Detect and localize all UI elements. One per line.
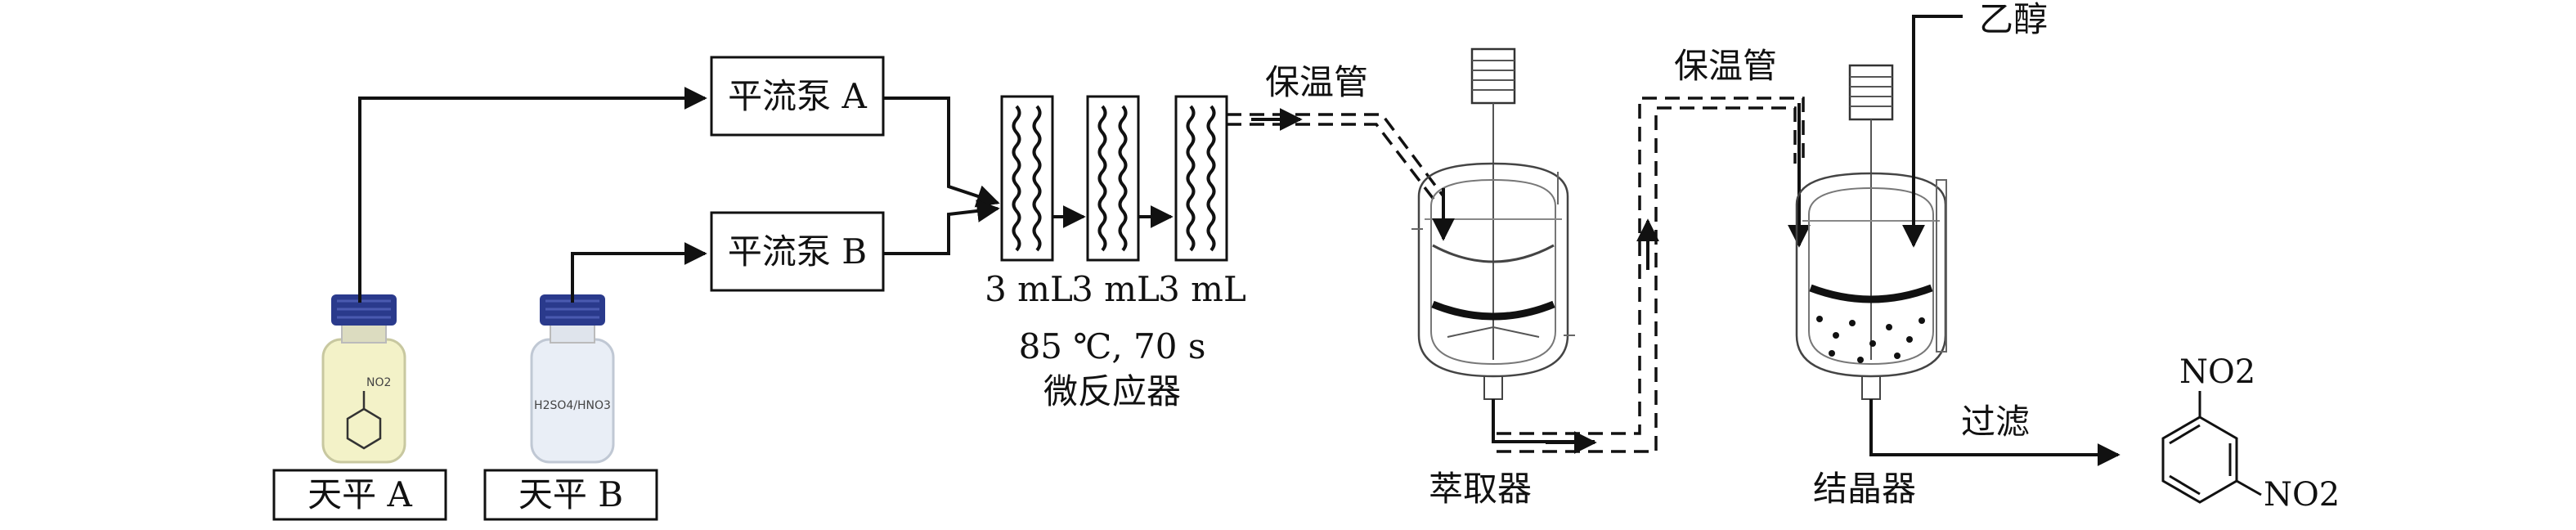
pump-a: 平流泵 A — [710, 56, 885, 137]
filtration-label: 过滤 — [1961, 402, 2030, 442]
bottle-b-label: H2SO4/HNO3 — [534, 399, 611, 412]
product-no2-bottom: NO2 — [2264, 476, 2340, 514]
nitrobenzene-icon — [346, 391, 382, 450]
balance-b: 天平 B — [483, 469, 658, 521]
pump-b-label: 平流泵 B — [728, 231, 867, 272]
insulated-tube-2-inner — [1497, 106, 1797, 453]
pump-a-outlet — [883, 97, 1000, 208]
bottle-a-label: NO2 — [366, 376, 391, 389]
balance-b-label: 天平 B — [518, 474, 623, 514]
insulated-tube-1-inner — [1227, 123, 1437, 203]
bottle-b: H2SO4/HNO3 — [530, 294, 615, 464]
pump-b-outlet — [883, 200, 1000, 255]
microreactor-1 — [1000, 95, 1054, 262]
insulated-tube-1-label: 保温管 — [1265, 62, 1368, 102]
insulated-tube-1-outer — [1227, 113, 1445, 198]
dinitrobenzene-icon — [2161, 391, 2262, 504]
volume-label-3: 3 mL — [1158, 269, 1246, 309]
microreactor-3 — [1174, 95, 1228, 262]
pump-b: 平流泵 B — [710, 211, 885, 292]
extractor-outlet-line — [1492, 399, 1595, 443]
crystallizer-vessel — [1795, 64, 1947, 400]
feed-line-b — [571, 242, 707, 303]
microreactor-label: 微反应器 — [1043, 371, 1181, 411]
ethanol-label: 乙醇 — [1979, 0, 2048, 39]
bottle-a: NO2 — [321, 294, 406, 464]
ethanol-inlet-arrow — [1902, 15, 1930, 248]
conditions-label: 85 ℃, 70 s — [1019, 326, 1206, 366]
pump-a-label: 平流泵 A — [728, 76, 867, 116]
feed-line-a — [358, 87, 707, 303]
extractor-label: 萃取器 — [1429, 469, 1532, 509]
extractor-vessel — [1411, 47, 1575, 400]
crystallizer-label: 结晶器 — [1813, 469, 1916, 509]
balance-a: 天平 A — [272, 469, 447, 521]
microreactor-2 — [1086, 95, 1140, 262]
filtration-line — [1869, 399, 2120, 466]
volume-label-2: 3 mL — [1071, 269, 1160, 309]
volume-label-1: 3 mL — [985, 269, 1073, 309]
product-no2-top: NO2 — [2179, 353, 2255, 391]
insulated-tube-2-outer — [1497, 97, 1805, 435]
balance-a-label: 天平 A — [307, 474, 412, 514]
insulated-tube-2-label: 保温管 — [1674, 46, 1777, 86]
